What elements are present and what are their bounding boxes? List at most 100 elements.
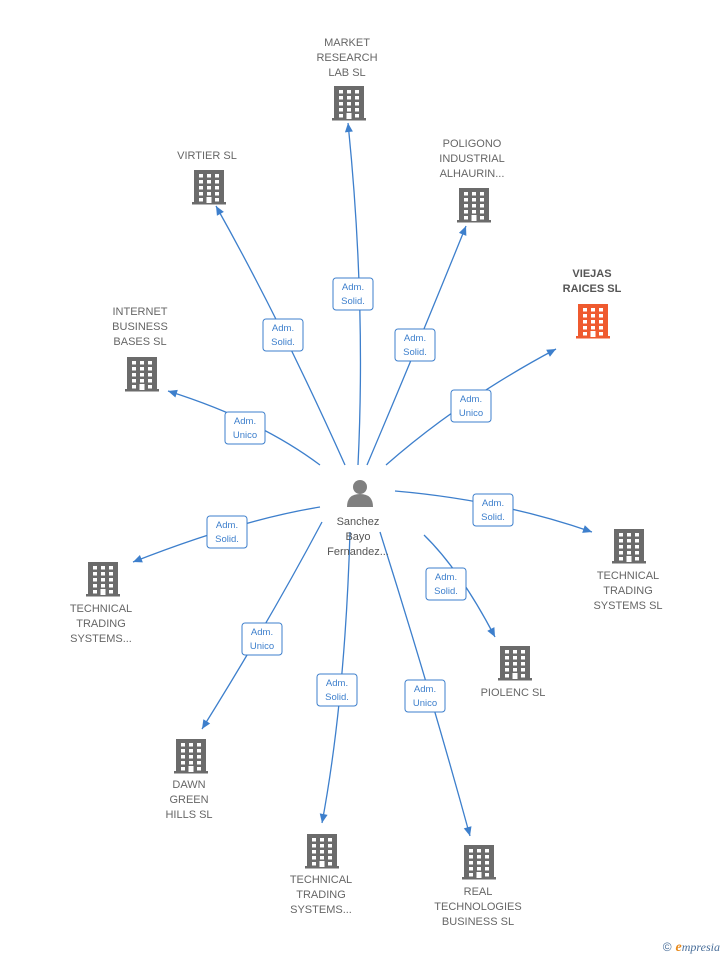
company-node-poligono-industrial[interactable]: POLIGONO INDUSTRIAL ALHAURIN... <box>439 138 505 223</box>
building-icon <box>576 304 610 339</box>
relation-badge-technical-trading-left[interactable]: Adm.Solid. <box>206 515 248 549</box>
brand-footer: ©empresia <box>663 940 720 956</box>
company-name-line: TRADING <box>76 618 126 630</box>
center-person[interactable]: SanchezBayoFernandez... <box>327 480 389 558</box>
relation-text: Adm. <box>404 333 426 344</box>
relation-badge-box <box>394 328 436 362</box>
company-node-technical-trading-right[interactable]: TECHNICAL TRADING SYSTEMS SL <box>593 529 663 612</box>
company-node-virtier[interactable]: VIRTIER SL <box>177 150 237 205</box>
brand-logo-rest: mpresia <box>681 940 720 954</box>
person-name-line: Bayo <box>345 531 370 543</box>
company-name-line: RAICES SL <box>563 283 622 295</box>
company-name-line: BUSINESS <box>112 321 168 333</box>
arrowhead-technical-trading-left <box>133 554 143 563</box>
relation-badge-box <box>332 277 374 311</box>
brand-logo-e: e <box>675 940 682 955</box>
edges-layer <box>132 122 593 837</box>
building-icon <box>462 845 496 880</box>
relation-badge-internet-business-bases[interactable]: Adm. Unico <box>224 411 266 445</box>
company-name-line: DAWN <box>172 779 205 791</box>
relation-text: Adm. <box>482 498 504 509</box>
company-name-line: TECHNICAL <box>70 603 132 615</box>
company-name-line: TECHNICAL <box>290 874 352 886</box>
building-icon <box>332 86 366 121</box>
relation-badge-market-research-lab[interactable]: Adm.Solid. <box>332 277 374 311</box>
relation-text: Adm. <box>326 678 348 689</box>
relation-badge-box <box>316 673 358 707</box>
relation-badge-poligono-industrial[interactable]: Adm. Solid. <box>394 328 436 362</box>
arrowhead-piolenc <box>487 627 495 637</box>
company-name-line: POLIGONO <box>443 138 502 150</box>
relation-badge-real-technologies-business[interactable]: Adm.Unico <box>404 679 446 713</box>
relation-text: Solid. <box>481 512 505 523</box>
relation-badge-box <box>206 515 248 549</box>
person-name-line: Fernandez... <box>327 546 389 558</box>
company-name-line: SYSTEMS... <box>290 904 352 916</box>
company-name-line: INTERNET <box>113 306 168 318</box>
building-icon <box>125 357 159 392</box>
relation-text: Solid. <box>403 347 427 358</box>
relation-text: Adm. <box>435 572 457 583</box>
building-icon <box>498 646 532 681</box>
relation-badge-viejas-raices[interactable]: Adm. Unico <box>450 389 492 423</box>
relation-text: Solid. <box>434 586 458 597</box>
company-node-real-technologies-business[interactable]: REAL TECHNOLOGIES BUSINESS SL <box>434 845 522 928</box>
relation-text: Unico <box>459 408 483 419</box>
company-node-technical-trading-bottom[interactable]: TECHNICALTRADINGSYSTEMS... <box>290 834 352 916</box>
person-name-line: Sanchez <box>337 516 380 528</box>
company-node-technical-trading-left[interactable]: TECHNICALTRADINGSYSTEMS... <box>70 562 132 645</box>
relation-badge-box <box>262 318 304 352</box>
relation-labels-layer: Adm.Solid.Adm.Solid.Adm.Solid.Adm.UnicoA… <box>206 277 514 713</box>
relation-text: Unico <box>233 430 257 441</box>
company-name-line: BUSINESS SL <box>442 916 514 928</box>
company-name-line: TRADING <box>603 585 653 597</box>
relation-badge-dawn-green-hills[interactable]: Adm.Unico <box>241 622 283 656</box>
relation-badge-box <box>241 622 283 656</box>
arrowhead-technical-trading-bottom <box>319 813 328 823</box>
relation-badge-box <box>404 679 446 713</box>
relation-text: Adm. <box>342 282 364 293</box>
relation-text: Adm. <box>460 394 482 405</box>
relation-text: Adm. <box>414 684 436 695</box>
company-name-line: PIOLENC SL <box>481 687 546 699</box>
building-icon <box>457 188 491 223</box>
company-node-piolenc[interactable]: PIOLENC SL <box>481 646 546 699</box>
company-name-line: MARKET <box>324 37 370 49</box>
arrowhead-virtier <box>216 206 224 216</box>
arrowhead-market-research-lab <box>344 123 353 133</box>
arrowhead-viejas-raices <box>546 349 556 357</box>
relation-badge-virtier[interactable]: Adm.Solid. <box>262 318 304 352</box>
relation-badge-piolenc[interactable]: Adm. Solid. <box>425 567 467 601</box>
relation-text: Solid. <box>325 692 349 703</box>
relation-text: Adm. <box>216 520 238 531</box>
company-name-line: VIEJAS <box>572 268 611 280</box>
company-name-line: VIRTIER SL <box>177 150 237 162</box>
arrowhead-dawn-green-hills <box>202 719 211 729</box>
arrowhead-internet-business-bases <box>168 389 178 398</box>
company-name-line: BASES SL <box>113 336 166 348</box>
building-icon <box>192 170 226 205</box>
building-icon <box>612 529 646 564</box>
relation-badge-box <box>425 567 467 601</box>
company-name-line: REAL <box>464 886 493 898</box>
relation-text: Adm. <box>234 416 256 427</box>
relation-text: Solid. <box>271 337 295 348</box>
company-name-line: LAB SL <box>328 67 365 79</box>
company-name-line: GREEN <box>169 794 208 806</box>
arrowhead-technical-trading-right <box>582 525 592 533</box>
company-name-line: TECHNOLOGIES <box>434 901 521 913</box>
company-name-line: SYSTEMS SL <box>593 600 662 612</box>
relation-badge-technical-trading-right[interactable]: Adm. Solid. <box>472 493 514 527</box>
company-name-line: INDUSTRIAL <box>439 153 504 165</box>
company-node-viejas-raices[interactable]: VIEJAS RAICES SL <box>563 268 622 339</box>
company-node-internet-business-bases[interactable]: INTERNET BUSINESS BASES SL <box>112 306 168 392</box>
company-name-line: TECHNICAL <box>597 570 659 582</box>
company-name-line: ALHAURIN... <box>440 168 505 180</box>
relation-badge-technical-trading-bottom[interactable]: Adm. Solid. <box>316 673 358 707</box>
building-icon <box>174 739 208 774</box>
arrowhead-real-technologies-business <box>463 826 472 836</box>
